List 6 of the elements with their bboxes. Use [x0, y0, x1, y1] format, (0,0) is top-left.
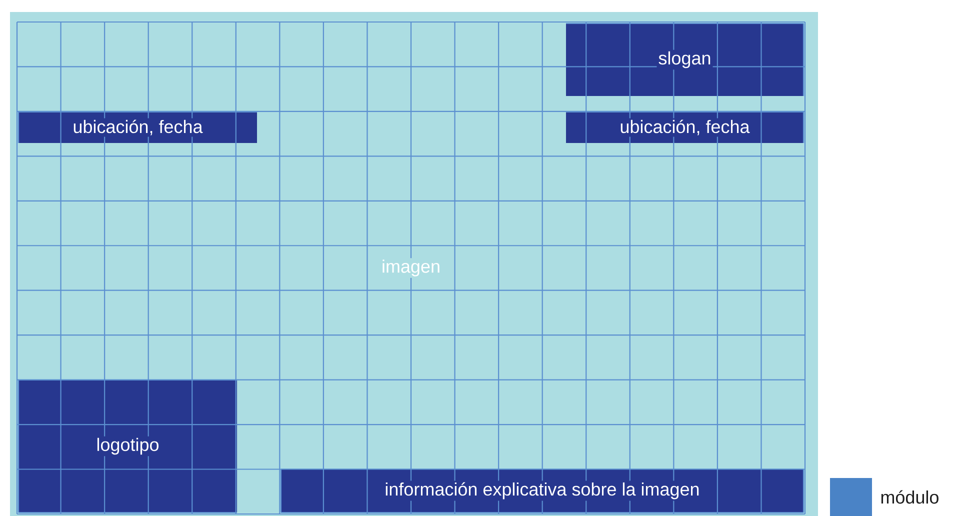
legend-label: módulo [881, 490, 938, 504]
layout-block: logotipo [18, 379, 237, 514]
layout-block: ubicación, fecha [566, 111, 804, 143]
layout-block: información explicativa sobre la imagen [280, 468, 804, 514]
layout-block: slogan [566, 22, 804, 96]
layout-block: ubicación, fecha [18, 111, 257, 143]
